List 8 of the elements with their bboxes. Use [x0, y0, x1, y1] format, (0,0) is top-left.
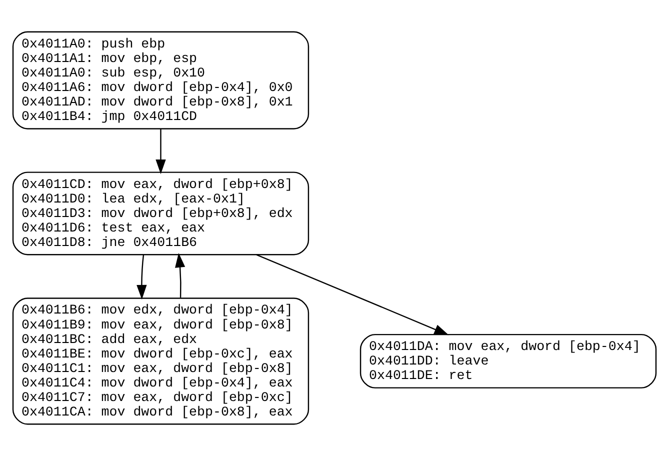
node-box: 0x4011A0: push ebp 0x4011A1: mov ebp, esp 0x4011A0: sub esp, 0x10 0x4011A6: mov dword [ebp-0x4], 0x0 0x4011AD: mov dword [ebp-0x8], 0x1 0x4011B4: jmp 0x4011CD: [12, 30, 310, 129]
arrow: [156, 128, 166, 174]
arrow: [136, 254, 147, 299]
arrow: [256, 254, 449, 335]
node-box: 0x4011DA: mov eax, dword [ebp-0x4] 0x4011DD: leave 0x4011DE: ret: [360, 333, 657, 388]
arrow: [174, 252, 186, 298]
node-box: 0x4011CD: mov eax, dword [ebp+0x8] 0x4011D0: lea edx, [eax-0x1] 0x4011D3: mov dword [ebp+0x8], edx 0x4011D6: test eax, eax 0x4011D8: jne 0x4011B6: [12, 171, 310, 255]
node-box: 0x4011B6: mov edx, dword [ebp-0x4] 0x4011B9: mov eax, dword [ebp-0x8] 0x4011BC: add eax, edx 0x4011BE: mov dword [ebp-0xc], eax 0x4011C1: mov eax, dword [ebp-0x8] 0x4011C4: mov dword [ebp-0x4], eax 0x4011C7: mov eax, dword [ebp-0xc] 0x4011CA: mov dword [ebp-0x8], eax: [12, 297, 310, 424]
